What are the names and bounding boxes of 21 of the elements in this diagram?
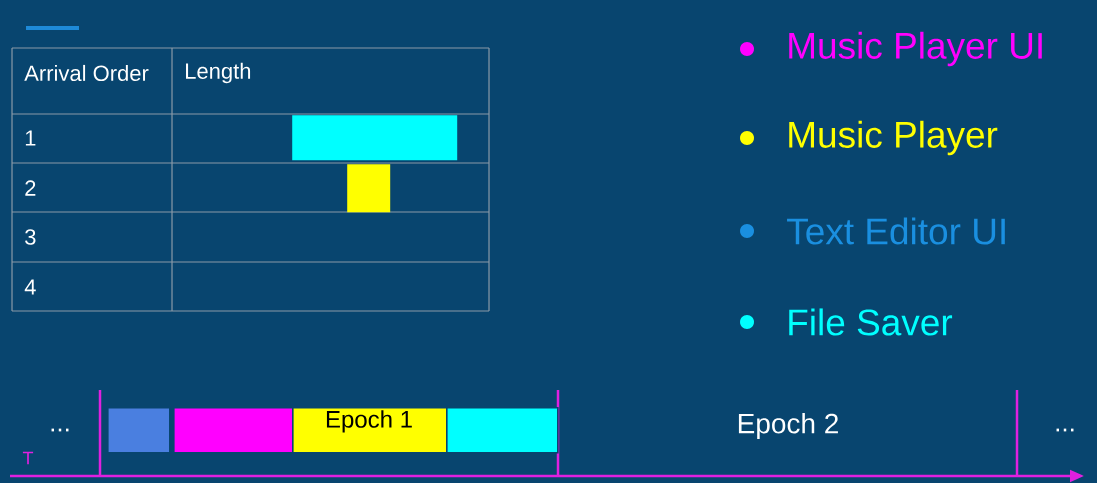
slice-label: Epoch 1 [326,410,412,433]
row-number: 4 [24,279,36,295]
legend-text: Text Editor UI [787,217,1005,245]
row-number: 2 [25,180,36,196]
ellipsis: ... [1056,428,1074,432]
time-slice [107,407,171,454]
time-slice [446,407,559,454]
length-bar [347,164,391,213]
epoch-label: Epoch 2 [738,412,838,440]
length-bar [292,115,458,161]
table-header: Length [186,62,251,84]
ellipsis: ... [51,428,69,432]
row-number: 1 [25,130,36,146]
row-number: 3 [25,229,36,245]
axis-label: T [22,451,34,465]
table-header: Arrival Order [24,64,149,82]
legend-text: Music Player UI [789,31,1042,67]
time-slice [173,407,294,454]
legend-text: Music Player [789,120,998,156]
time-slice [292,407,448,454]
legend-text: File Saver [789,308,953,336]
